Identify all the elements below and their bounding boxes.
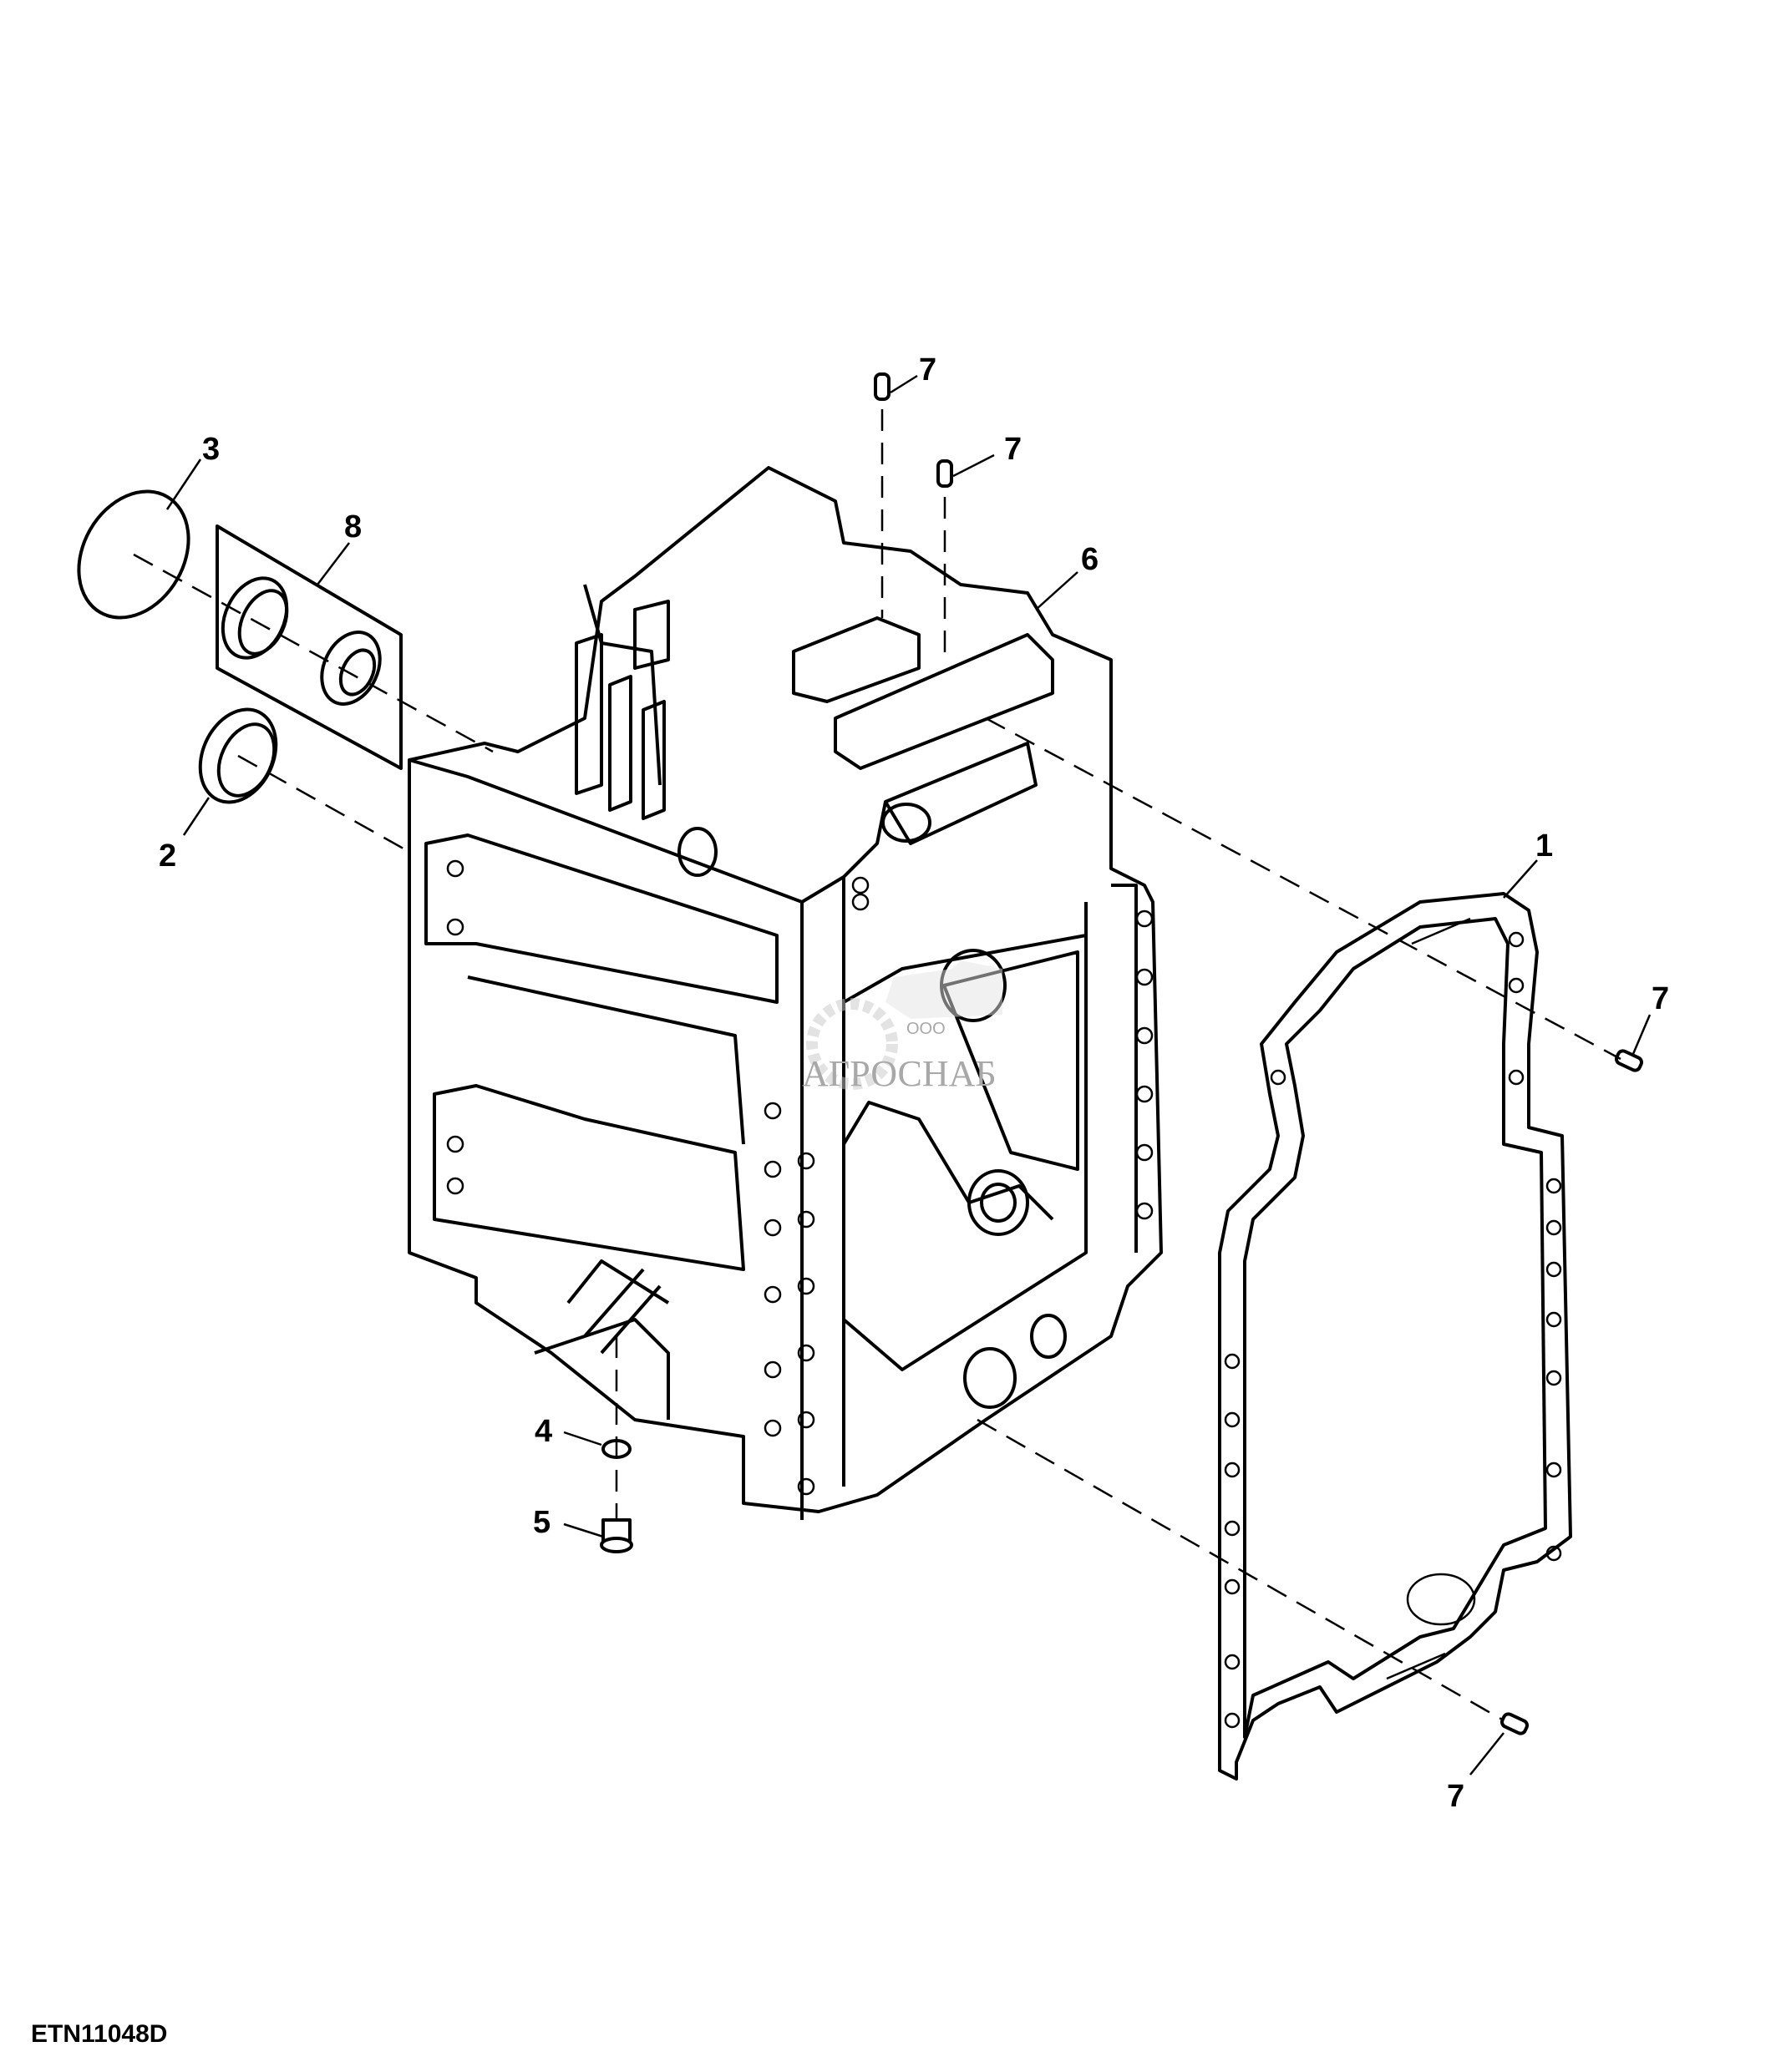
callout-7: 7 bbox=[1004, 432, 1022, 467]
figure-id: ETN11048D bbox=[31, 2020, 167, 2048]
transmission-housing bbox=[408, 466, 1163, 1520]
callout-8: 8 bbox=[344, 509, 362, 545]
callout-7: 7 bbox=[1652, 981, 1669, 1016]
housing-bolt-holes bbox=[446, 859, 1154, 1496]
callout-labels: 7 7 3 8 6 2 1 7 4 5 7 bbox=[159, 352, 1669, 1814]
callout-7: 7 bbox=[919, 352, 936, 388]
watermark-prefix: ООО bbox=[906, 1020, 946, 1038]
assembly-lines bbox=[133, 409, 1621, 1722]
drain-plug bbox=[600, 1518, 633, 1553]
watermark-graphic bbox=[806, 960, 1002, 1090]
dowel-pins bbox=[874, 372, 1644, 1735]
callout-7: 7 bbox=[1447, 1779, 1464, 1814]
gasket-bolt-holes bbox=[1224, 931, 1562, 1729]
callout-2: 2 bbox=[159, 838, 176, 874]
callout-6: 6 bbox=[1081, 542, 1099, 577]
watermark-logo: ООО АГРОСНАБ bbox=[802, 960, 1002, 1094]
callout-3: 3 bbox=[202, 432, 220, 467]
leader-lines bbox=[165, 374, 1652, 1776]
callout-5: 5 bbox=[533, 1505, 551, 1540]
watermark-name: АГРОСНАБ bbox=[802, 1053, 997, 1094]
callout-1: 1 bbox=[1535, 828, 1553, 864]
bearing-kit bbox=[216, 524, 403, 770]
callout-4: 4 bbox=[535, 1414, 552, 1449]
gasket bbox=[1218, 892, 1572, 1781]
